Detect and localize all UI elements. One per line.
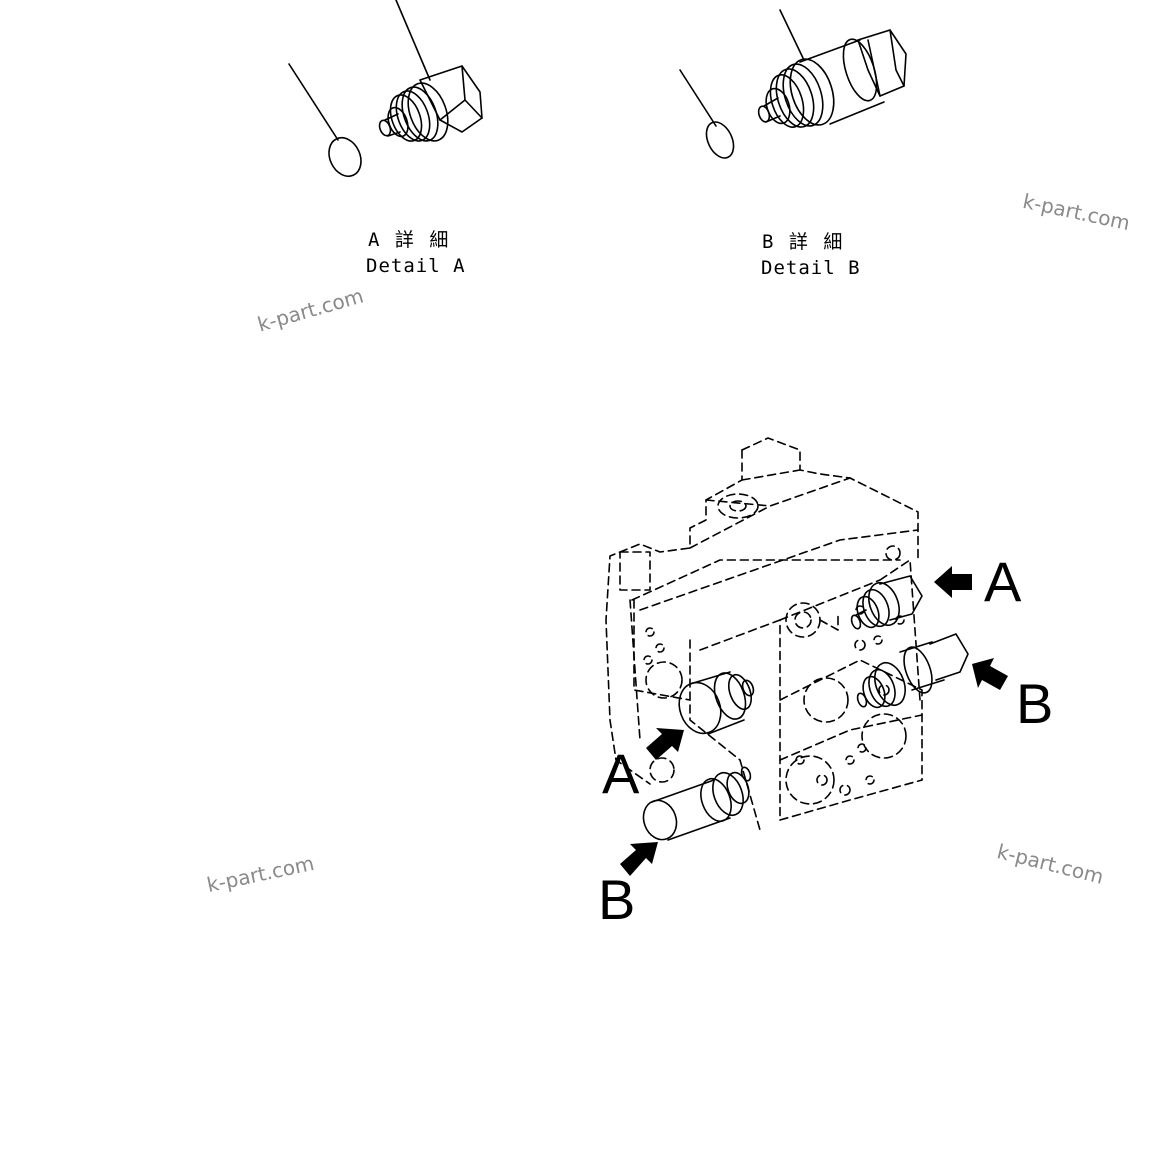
callout-b-right: B xyxy=(1016,672,1054,735)
detail-b-title-en: Detail B xyxy=(761,257,861,279)
detail-b-title-jp: B 詳 細 xyxy=(762,231,845,253)
arrow-a-right-icon xyxy=(934,566,972,598)
callout-b-left: B xyxy=(598,868,636,931)
arrow-a-left-icon xyxy=(646,728,684,760)
callout-a-left: A xyxy=(602,742,640,805)
plug-a-right-icon xyxy=(850,575,923,630)
detail-a-title-jp: A 詳 細 xyxy=(368,229,451,251)
plug-b-right-icon xyxy=(856,633,969,709)
arrow-b-left-icon xyxy=(620,842,658,876)
detail-b-plug-icon xyxy=(679,9,907,159)
detail-a-plug-icon xyxy=(288,0,483,178)
callout-a-right: A xyxy=(984,550,1022,613)
detail-a-title-en: Detail A xyxy=(366,255,466,277)
plug-a-left-icon xyxy=(678,671,755,735)
plug-b-left-icon xyxy=(642,766,752,841)
control-valve-body xyxy=(605,437,969,841)
arrow-b-right-icon xyxy=(972,658,1008,690)
